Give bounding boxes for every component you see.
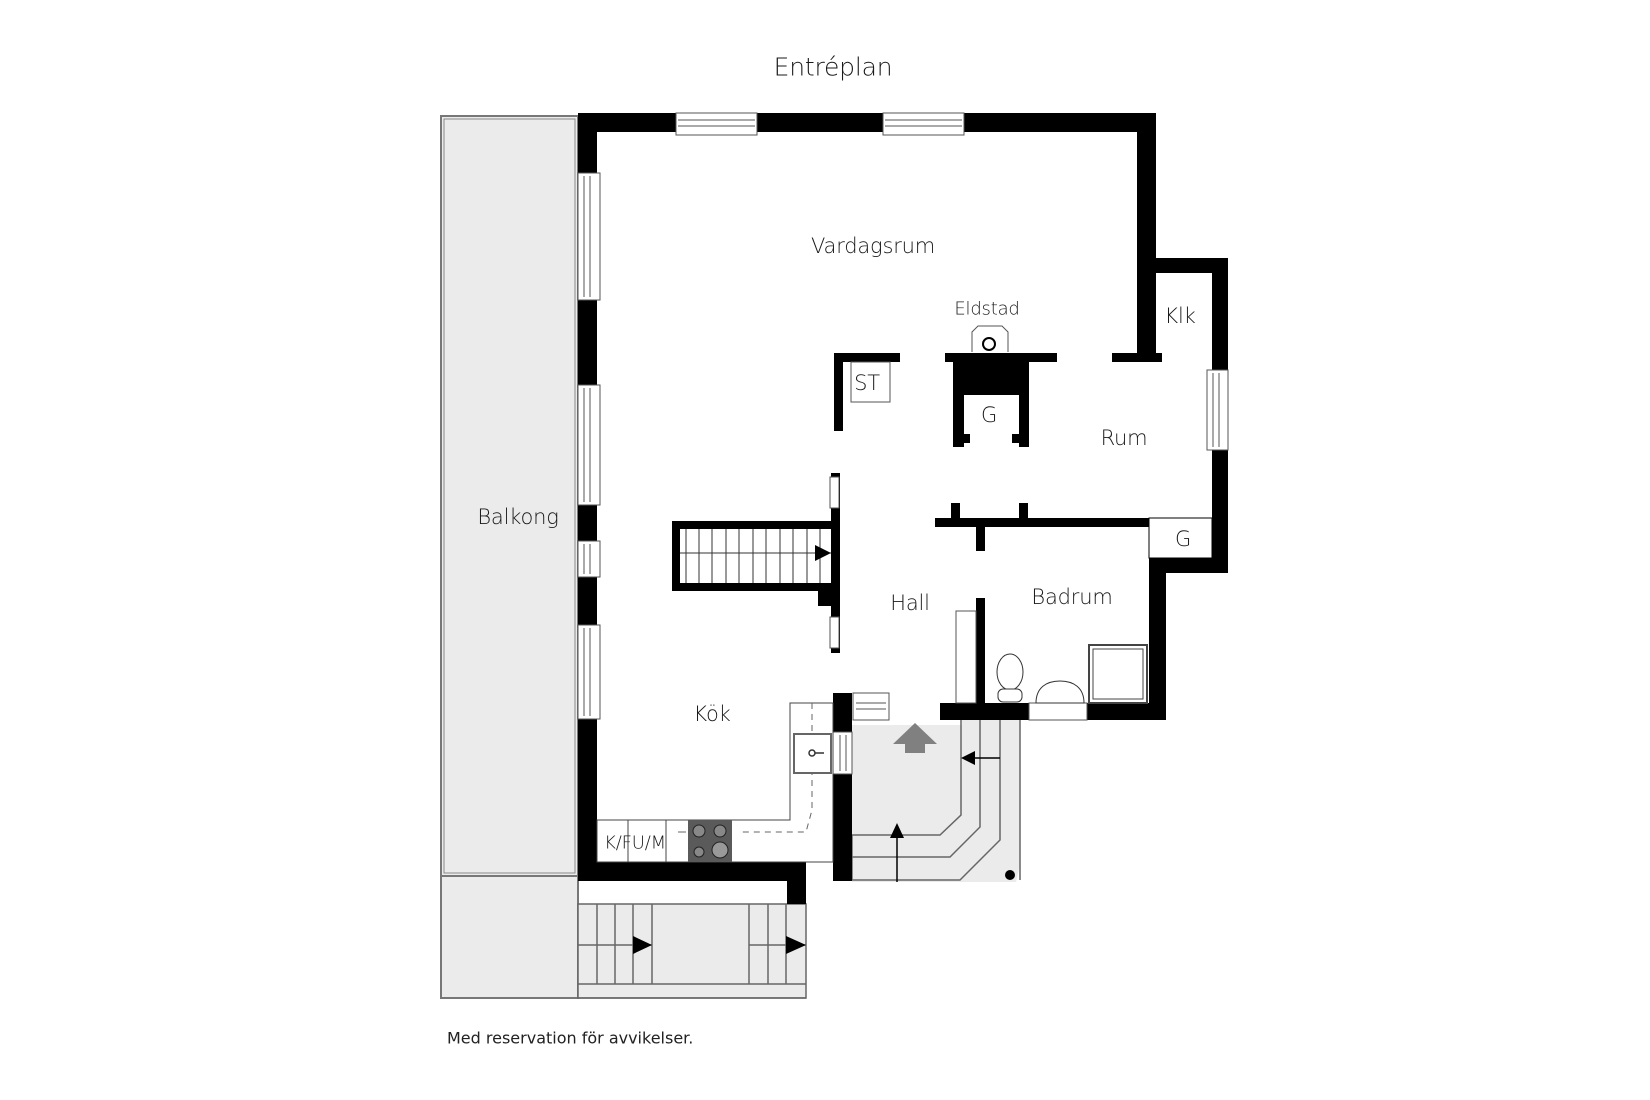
- step-arrow-icon: [961, 751, 975, 765]
- kitchen-sink-icon: [793, 733, 832, 774]
- room-label-eldstad: Eldstad: [954, 298, 1020, 320]
- sink-icon: [1035, 680, 1085, 704]
- stair-arrow-icon: [815, 545, 831, 561]
- room-label-kok: Kök: [693, 702, 731, 726]
- room-label-vardagsrum: Vardagsrum: [810, 234, 936, 258]
- room-label-kfum: K/FU/M: [604, 832, 666, 854]
- storage-box: [850, 361, 891, 403]
- room-label-klk: Klk: [1164, 304, 1196, 328]
- toilet-icon: [996, 653, 1024, 691]
- kitchen-counter: [596, 702, 834, 863]
- plan-title: Entréplan: [773, 52, 893, 82]
- interior-walls: [672, 273, 1213, 720]
- windows: [577, 112, 1229, 775]
- fixtures: [596, 325, 1148, 863]
- room-label-rum: Rum: [1100, 426, 1148, 450]
- room-label-balkong: Balkong: [477, 505, 559, 529]
- entrance-arrow-icon: [893, 723, 937, 753]
- entry-porch: [851, 720, 1021, 882]
- post-icon: [1005, 870, 1015, 880]
- balcony: [440, 115, 579, 999]
- room-label-hall: Hall: [890, 591, 930, 615]
- shower-icon: [1088, 644, 1148, 704]
- room-label-badrum: Badrum: [1031, 585, 1113, 609]
- exterior-stairs: [577, 903, 807, 999]
- room-label-st: ST: [854, 371, 880, 395]
- room-label-g-closet: G: [1174, 527, 1192, 551]
- wardrobe: [955, 610, 977, 704]
- step-arrow-icon: [890, 823, 904, 838]
- stair-arrow-icon: [633, 936, 652, 954]
- room-label-g-fireplace: G: [980, 403, 998, 427]
- stair-arrow-icon: [786, 936, 806, 954]
- interior-stairs: [680, 529, 831, 583]
- disclaimer: Med reservation för avvikelser.: [447, 1028, 694, 1048]
